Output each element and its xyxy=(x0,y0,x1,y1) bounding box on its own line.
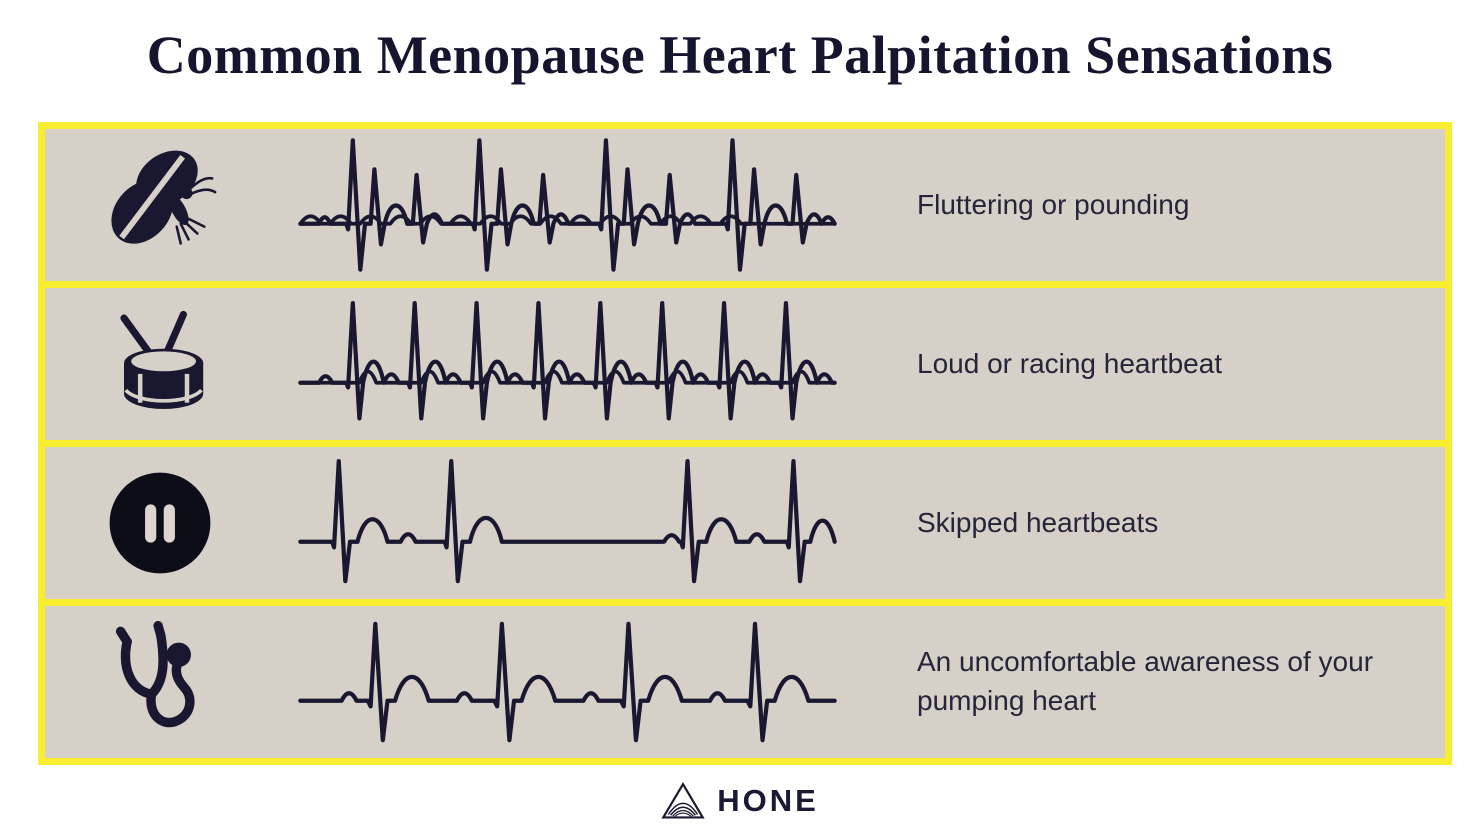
row-fluttering: Fluttering or pounding xyxy=(45,129,1445,281)
row-awareness: An uncomfortable awareness of your pumpi… xyxy=(45,606,1445,758)
row-label: Fluttering or pounding xyxy=(917,188,1190,220)
butterfly-icon xyxy=(111,150,217,245)
row-skipped: Skipped heartbeats xyxy=(45,447,1445,599)
ecg-fluttering-waveform xyxy=(298,138,837,272)
row-waveform-cell xyxy=(275,606,875,758)
ecg-skipped-beat-waveform xyxy=(298,459,837,584)
hone-triangle-logo-icon xyxy=(661,782,705,819)
ecg-racing-waveform xyxy=(298,300,837,421)
row-icon-cell xyxy=(45,129,275,281)
row-waveform-cell xyxy=(275,288,875,440)
brand-name: HONE xyxy=(717,783,819,818)
row-icon-cell xyxy=(45,606,275,758)
pause-icon xyxy=(109,472,211,574)
row-waveform-cell xyxy=(275,447,875,599)
footer-brand: HONE xyxy=(0,782,1480,820)
row-icon-cell xyxy=(45,447,275,599)
stethoscope-icon xyxy=(115,621,195,728)
page-title: Common Menopause Heart Palpitation Sensa… xyxy=(146,25,1334,85)
ecg-normal-waveform xyxy=(298,621,837,743)
row-label: Loud or racing heartbeat xyxy=(917,347,1223,379)
drum-icon xyxy=(120,310,204,409)
sensation-rows-frame: Fluttering or pounding xyxy=(38,122,1452,765)
row-icon-cell xyxy=(45,288,275,440)
row-label: Skipped heartbeats xyxy=(917,506,1159,538)
row-label: An uncomfortable awareness of your pumpi… xyxy=(917,646,1374,716)
row-waveform-cell xyxy=(275,129,875,281)
row-racing: Loud or racing heartbeat xyxy=(45,288,1445,440)
